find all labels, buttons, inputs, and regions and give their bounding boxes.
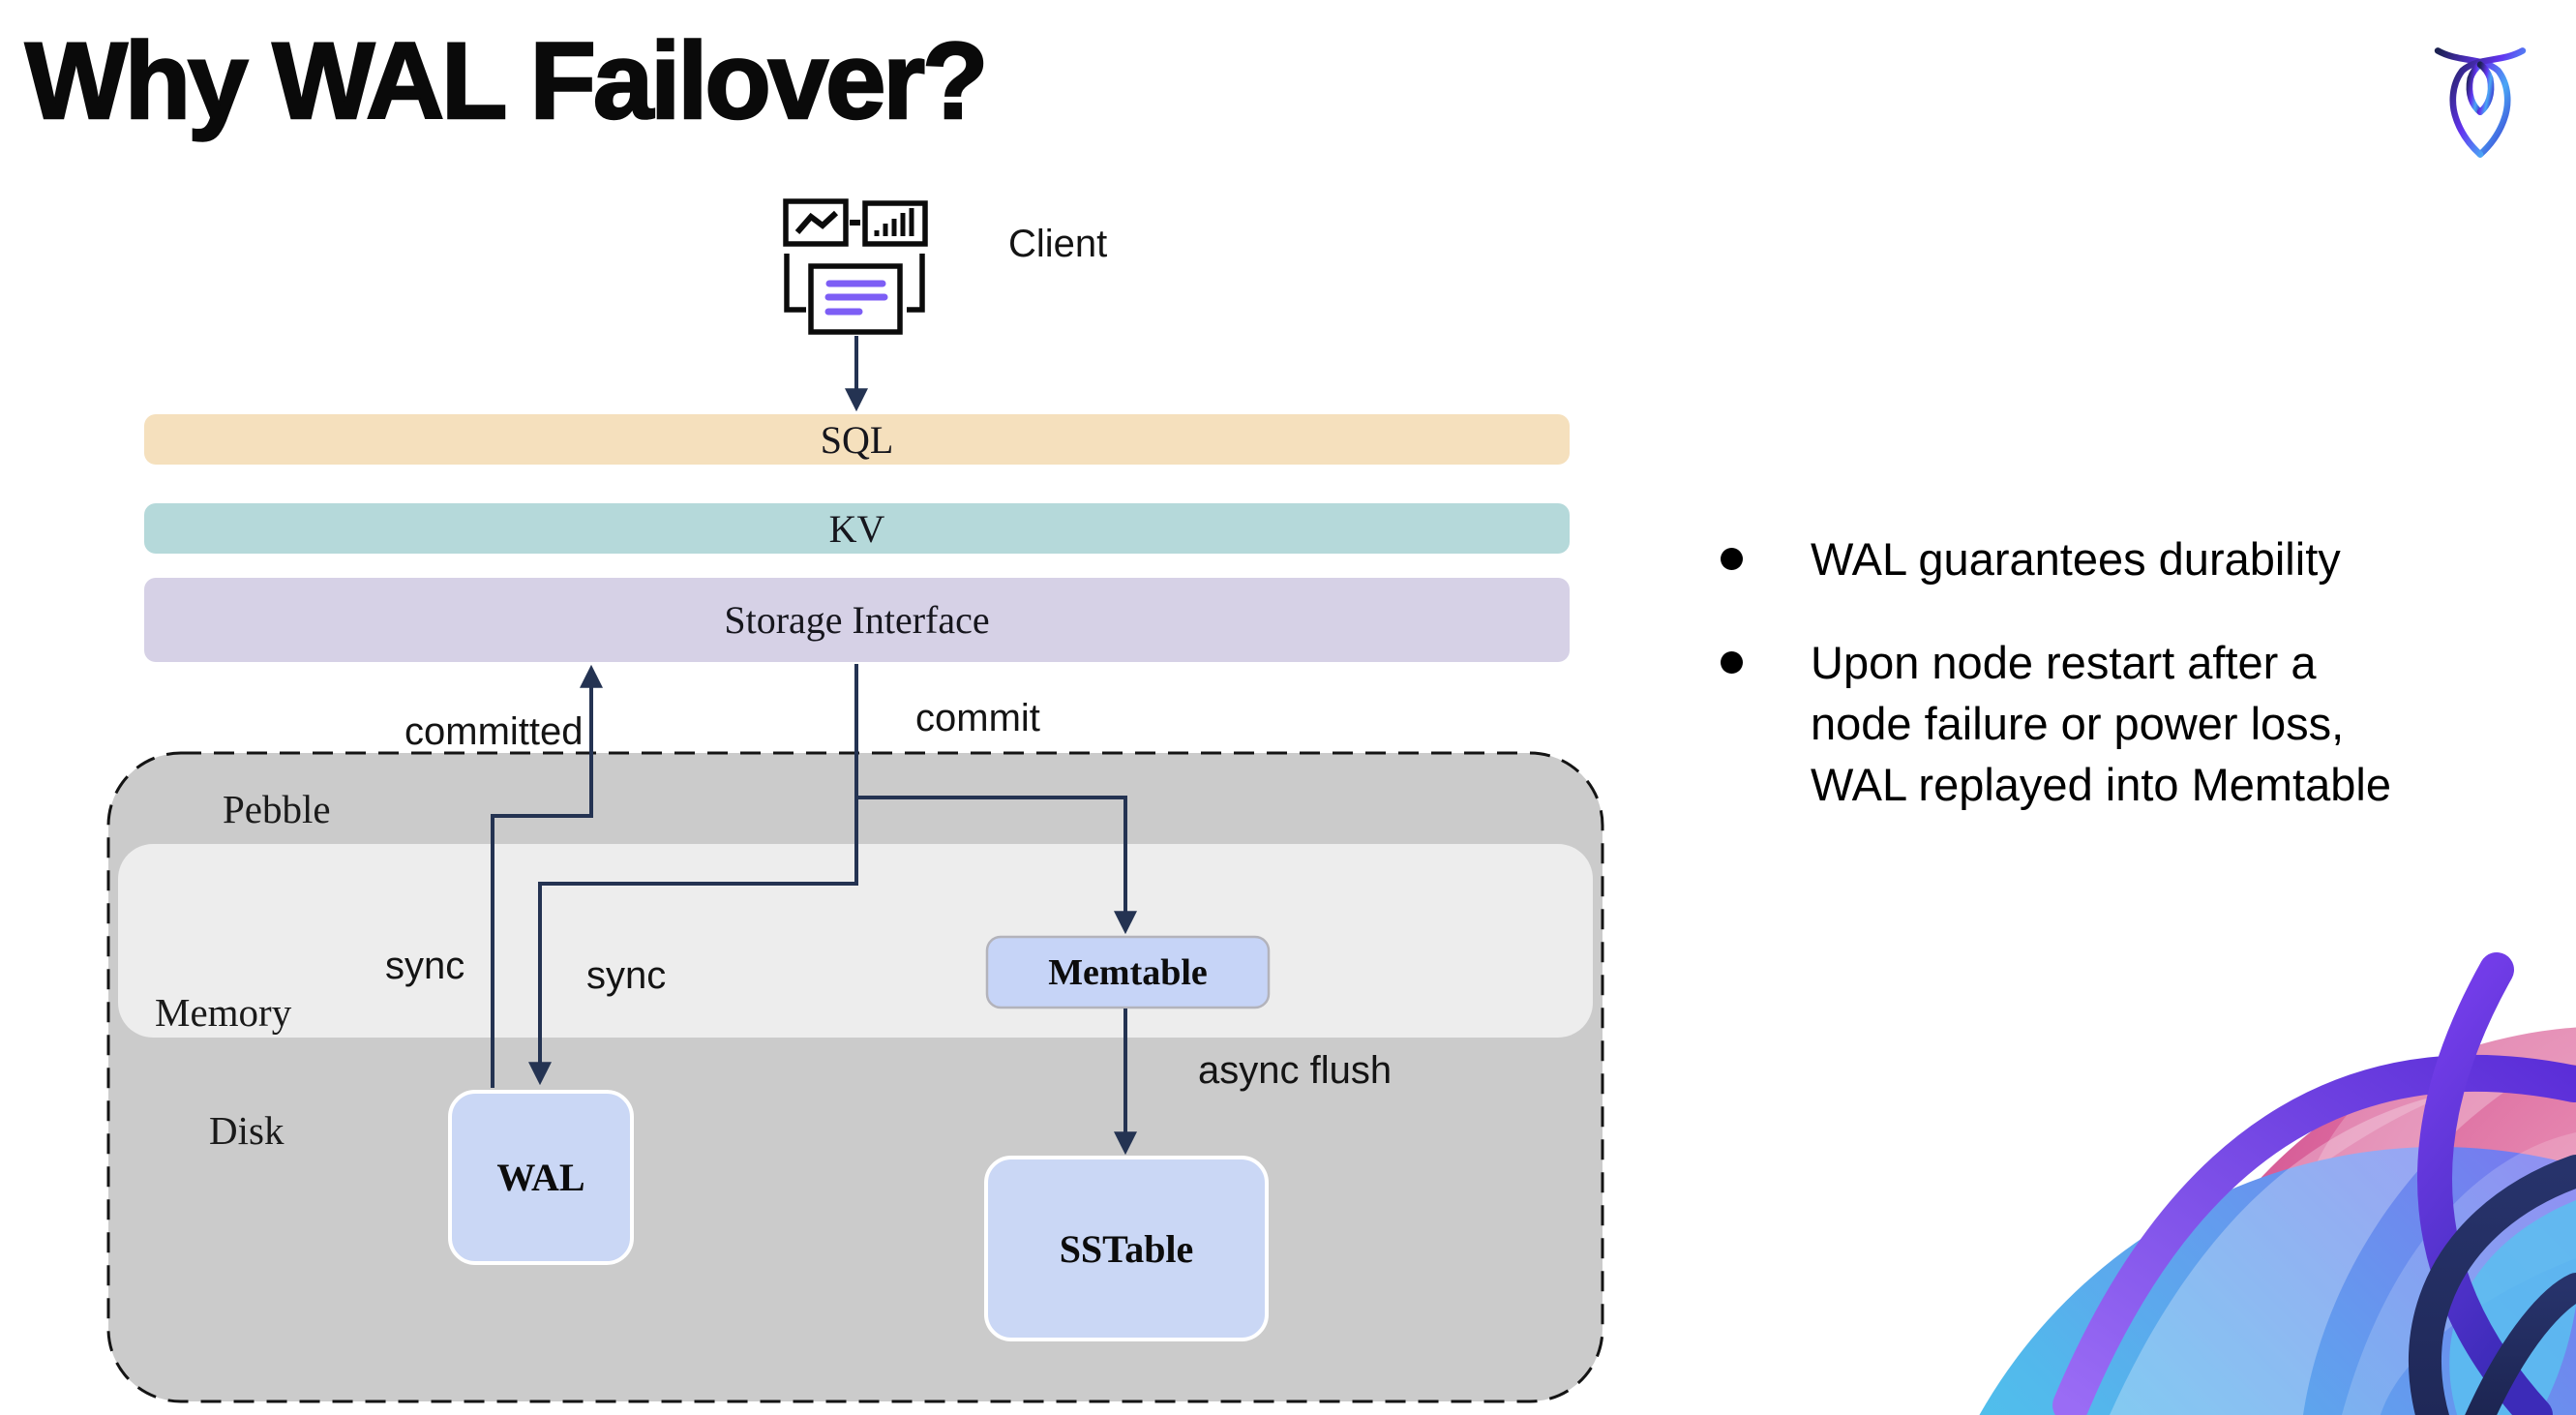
- bullet-dot: [1721, 651, 1743, 674]
- layer-sql-label: SQL: [820, 417, 894, 462]
- bullet-line: Upon node restart after a: [1811, 637, 2317, 688]
- disk-label: Disk: [209, 1108, 285, 1153]
- bullet-line: WAL replayed into Memtable: [1811, 759, 2391, 810]
- client-icon: [783, 198, 928, 335]
- corner-art: [1979, 952, 2576, 1415]
- pebble-label: Pebble: [223, 787, 331, 831]
- sstable-node-label: SSTable: [1059, 1226, 1194, 1271]
- bullet-item: WAL guarantees durability: [1713, 528, 2526, 589]
- bullet-line: node failure or power loss,: [1811, 698, 2345, 749]
- commit-to-wal-arrow: [528, 664, 858, 1086]
- layer-kv-label: KV: [828, 506, 885, 551]
- cockroachdb-logo-icon: [2434, 47, 2527, 158]
- layer-storage-interface-label: Storage Interface: [724, 598, 990, 642]
- layer-storage-interface: Storage Interface: [144, 578, 1570, 662]
- commit-to-memtable-arrow: [856, 796, 1137, 935]
- sync-right-edge-label: sync: [586, 954, 667, 997]
- commit-edge-label: commit: [915, 697, 1040, 739]
- memtable-node-label: Memtable: [1048, 951, 1208, 993]
- memory-label: Memory: [155, 990, 292, 1035]
- bracket-right: [907, 254, 925, 313]
- bullet-line: WAL guarantees durability: [1811, 533, 2341, 585]
- client-label: Client: [1008, 223, 1108, 265]
- bullet-dot: [1721, 548, 1743, 570]
- line-chart-icon: [783, 198, 849, 247]
- layer-kv: KV: [144, 503, 1570, 554]
- bracket-left: [784, 254, 806, 313]
- sync-left-edge-label: sync: [385, 945, 465, 987]
- bullet-list: WAL guarantees durability Upon node rest…: [1713, 528, 2526, 815]
- committed-edge-label: committed: [404, 710, 584, 753]
- memory-band: [118, 844, 1593, 1038]
- wal-node-label: WAL: [496, 1156, 585, 1199]
- bullet-item: Upon node restart after a node failure o…: [1713, 632, 2526, 815]
- layer-sql: SQL: [144, 414, 1570, 465]
- page-title: Why WAL Failover?: [24, 19, 990, 143]
- async-flush-edge-label: async flush: [1198, 1049, 1393, 1092]
